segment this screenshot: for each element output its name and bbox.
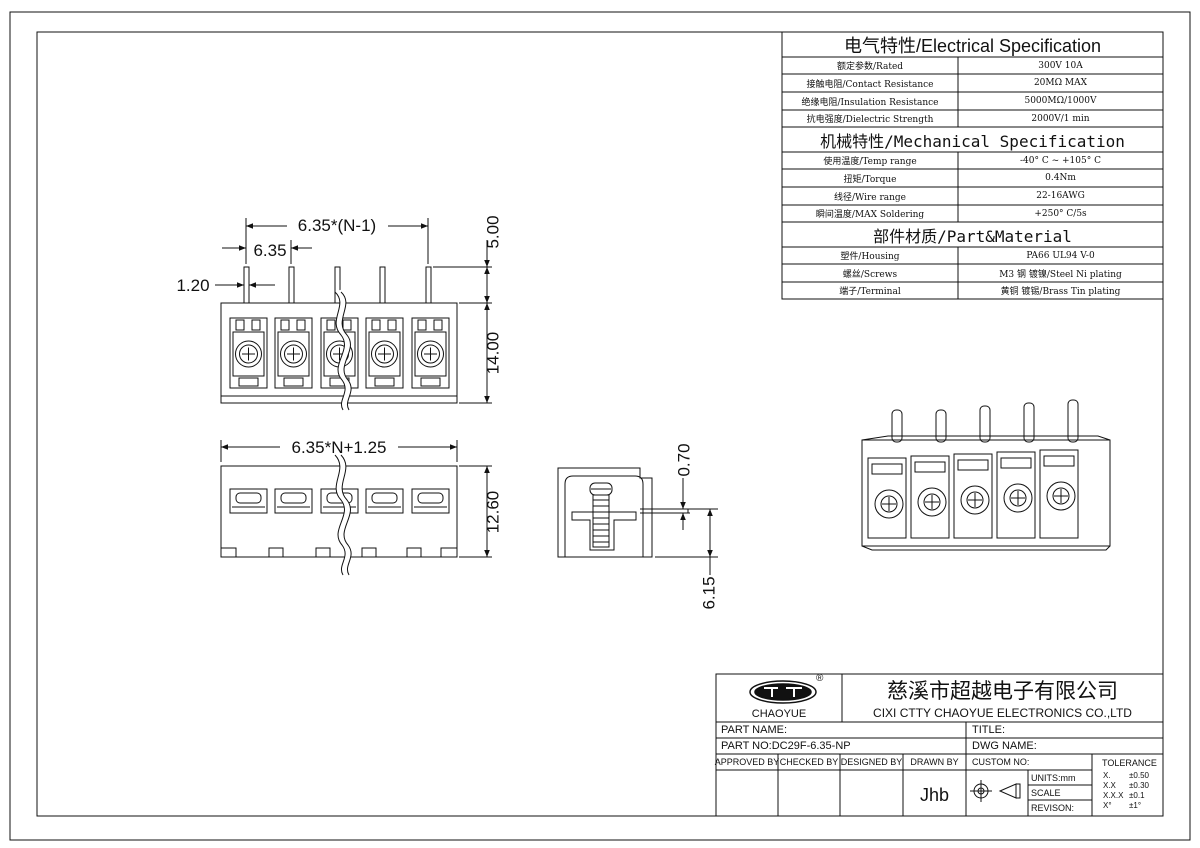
spec-value-terminal: 黄铜 镀锡/Brass Tin plating xyxy=(1000,287,1121,297)
dim-pin-width: 1.20 xyxy=(176,276,209,295)
material-spec-title: 部件材质/Part&Material xyxy=(873,226,1072,246)
spec-label-insulation-resistance: 绝缘电阻/Insulation Resistance xyxy=(801,97,939,108)
spec-label-dielectric-strength: 抗电强度/Dielectric Strength xyxy=(806,115,934,125)
spec-value-housing: PA66 UL94 V-0 xyxy=(1026,250,1095,261)
approved-by-label: APPROVED BY xyxy=(714,757,780,767)
spec-label-torque: 扭矩/Torque xyxy=(843,174,897,185)
side-dimensions xyxy=(655,478,718,575)
company-name-en: CIXI CTTY CHAOYUE ELECTRONICS CO.,LTD xyxy=(873,706,1132,720)
designed-by-label: DESIGNED BY xyxy=(840,757,903,767)
logo-icon xyxy=(749,680,817,704)
iso-pins xyxy=(891,399,1079,443)
spec-label-contact-resistance: 接触电阻/Contact Resistance xyxy=(806,79,934,90)
bottom-dimensions xyxy=(220,440,492,558)
spec-value-screws: M3 钢 镀镍/Steel Ni plating xyxy=(999,269,1122,280)
part-name-label: PART NAME: xyxy=(721,724,788,736)
spec-label-wire-range: 线径/Wire range xyxy=(833,192,907,203)
iso-terminals xyxy=(867,449,1079,539)
tolerance-xx-value: ±0.30 xyxy=(1129,780,1149,790)
dim-bottom-height: 12.60 xyxy=(483,491,502,534)
isometric-view xyxy=(861,399,1111,551)
spec-table-grid xyxy=(781,31,1164,300)
registered-mark: ® xyxy=(816,673,824,684)
spec-label-max-soldering: 瞬间温度/MAX Soldering xyxy=(815,210,925,220)
spec-value-contact-resistance: 20MΩ MAX xyxy=(1033,78,1088,88)
front-body xyxy=(220,302,458,404)
dim-side-pin: 6.15 xyxy=(699,576,718,609)
dim-overall-length: 6.35*N+1.25 xyxy=(292,438,387,457)
company-name-cn: 慈溪市超越电子有限公司 xyxy=(887,679,1118,703)
projection-symbol-icon xyxy=(970,780,1021,802)
tolerance-xxx-value: ±0.1 xyxy=(1129,790,1145,800)
revision-label: REVISON: xyxy=(1031,803,1075,813)
spec-value-max-soldering: +250° C/5s xyxy=(1034,208,1087,219)
drawn-by-value: Jhb xyxy=(919,784,950,805)
dim-pin-height: 5.00 xyxy=(483,215,502,248)
tolerance-angle-label: X° xyxy=(1103,800,1112,810)
custom-no-label: CUSTOM NO: xyxy=(972,757,1030,767)
spec-label-screws: 螺丝/Screws xyxy=(842,269,898,280)
tolerance-title: TOLERANCE xyxy=(1102,758,1157,768)
drawn-by-label: DRAWN BY xyxy=(910,757,959,767)
spec-value-dielectric-strength: 2000V/1 min xyxy=(1031,113,1090,124)
spec-value-rated: 300V 10A xyxy=(1038,60,1083,71)
dim-pitch-total: 6.35*(N-1) xyxy=(298,216,376,235)
tolerance-xx-label: X.X xyxy=(1103,780,1116,790)
spec-value-temp-range: -40° C ~ +105° C xyxy=(1020,155,1101,166)
front-view xyxy=(220,266,458,412)
dwg-name-label: DWG NAME: xyxy=(972,740,1037,752)
checked-by-label: CHECKED BY xyxy=(779,757,839,767)
spec-label-housing: 塑件/Housing xyxy=(840,252,900,262)
logo-text: CHAOYUE xyxy=(751,708,807,720)
tolerance-xxx-label: X.X.X xyxy=(1103,790,1124,800)
dim-pitch: 6.35 xyxy=(253,241,286,260)
tolerance-angle-value: ±1° xyxy=(1129,800,1142,810)
spec-label-temp-range: 使用温度/Temp range xyxy=(823,157,917,167)
units-label: UNITS:mm xyxy=(1031,772,1076,783)
spec-value-insulation-resistance: 5000MΩ/1000V xyxy=(1024,96,1097,106)
spec-value-wire-range: 22-16AWG xyxy=(1036,191,1085,201)
inner-border xyxy=(36,31,1164,817)
mechanical-spec-title: 机械特性/Mechanical Specification xyxy=(820,131,1125,151)
front-dimensions xyxy=(215,218,492,404)
tolerance-x-value: ±0.50 xyxy=(1129,770,1149,780)
dim-body-height: 14.00 xyxy=(483,332,502,375)
scale-label: SCALE xyxy=(1031,787,1061,798)
electrical-spec-title: 电气特性/Electrical Specification xyxy=(843,35,1102,56)
title-label: TITLE: xyxy=(972,724,1006,736)
part-no-label: PART NO:DC29F-6.35-NP xyxy=(721,740,851,752)
tolerance-x-label: X. xyxy=(1103,770,1111,780)
outer-border xyxy=(9,11,1191,841)
spec-label-terminal: 端子/Terminal xyxy=(839,287,901,297)
front-terminals xyxy=(229,317,450,389)
title-block-grid xyxy=(715,673,1164,817)
bottom-view xyxy=(220,452,458,577)
bottom-body xyxy=(220,465,458,558)
spec-label-rated: 额定参数/Rated xyxy=(836,62,904,72)
dim-side-top: 0.70 xyxy=(674,443,693,476)
spec-value-torque: 0.4Nm xyxy=(1045,173,1076,183)
